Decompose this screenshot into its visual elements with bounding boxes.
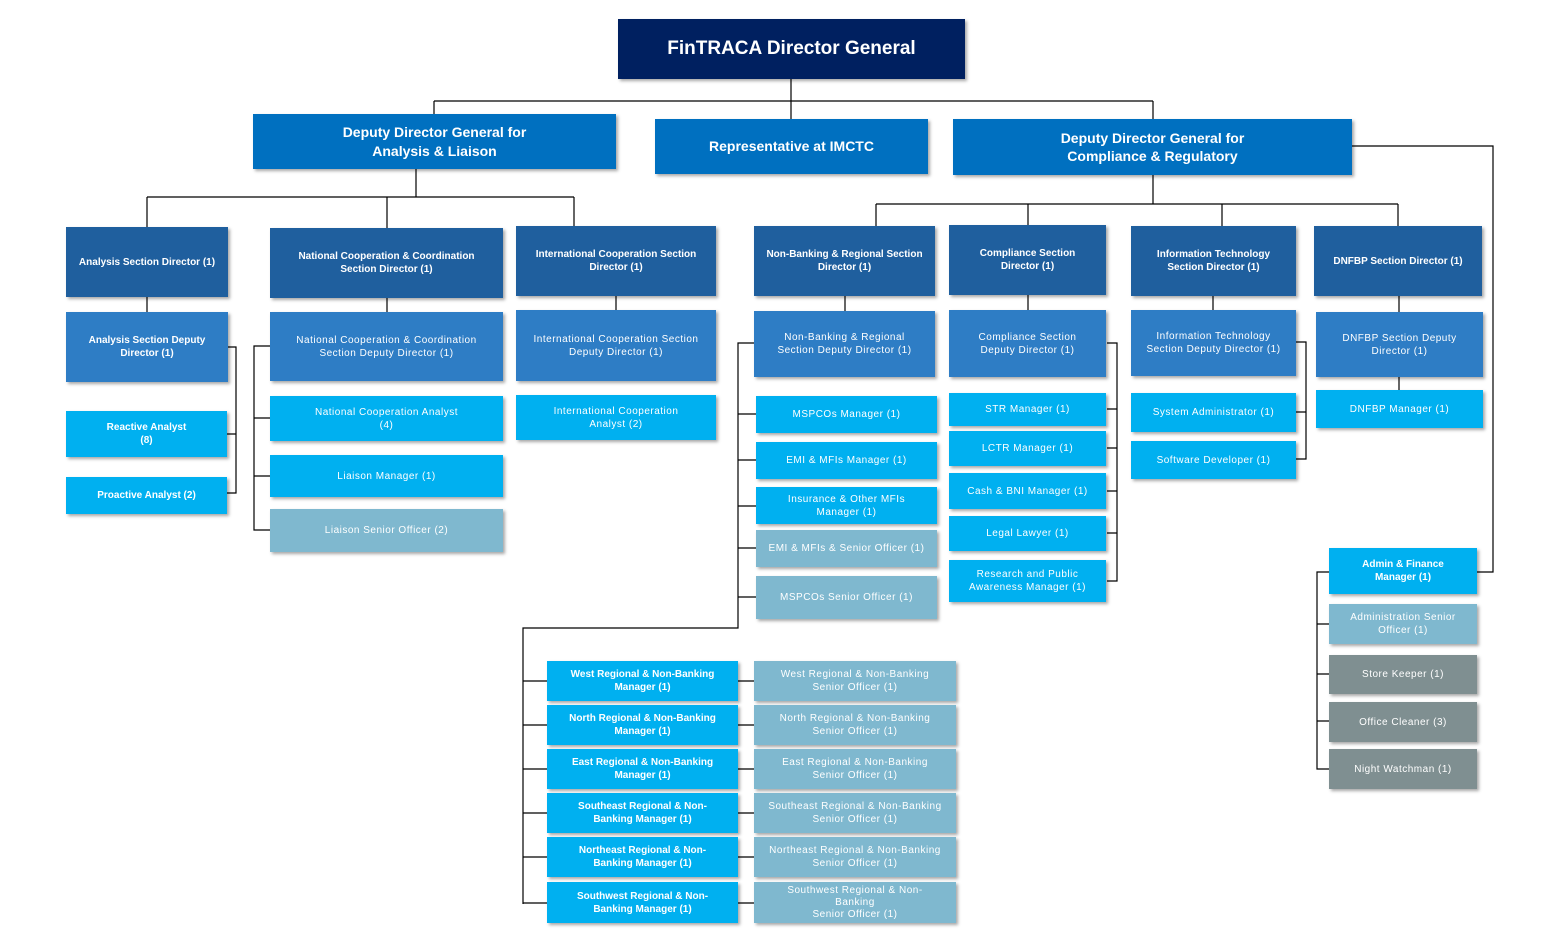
str-manager-box: STR Manager (1) bbox=[949, 393, 1106, 426]
software-developer-box: Software Developer (1) bbox=[1131, 441, 1296, 479]
national-director-box: National Cooperation & Coordination Sect… bbox=[270, 228, 503, 298]
it-director-box: Information Technology Section Director … bbox=[1131, 226, 1296, 296]
proactive-analyst-box: Proactive Analyst (2) bbox=[66, 477, 227, 514]
regional-manager-southwest: Southwest Regional & Non- Banking Manage… bbox=[547, 882, 738, 923]
national-deputy-box: National Cooperation & Coordination Sect… bbox=[270, 312, 503, 381]
liaison-senior-box: Liaison Senior Officer (2) bbox=[270, 509, 503, 552]
store-keeper-box: Store Keeper (1) bbox=[1329, 655, 1477, 694]
analysis-deputy-box: Analysis Section Deputy Director (1) bbox=[66, 312, 228, 382]
office-cleaner-box: Office Cleaner (3) bbox=[1329, 702, 1477, 742]
system-administrator-box: System Administrator (1) bbox=[1131, 393, 1296, 432]
reactive-analyst-box: Reactive Analyst (8) bbox=[66, 411, 227, 457]
research-manager-box: Research and Public Awareness Manager (1… bbox=[949, 560, 1106, 602]
regional-manager-east: East Regional & Non-Banking Manager (1) bbox=[547, 749, 738, 789]
regional-senior-northeast: Northeast Regional & Non-Banking Senior … bbox=[754, 837, 956, 877]
director-general-box: FinTRACA Director General bbox=[618, 19, 965, 79]
regional-senior-southwest: Southwest Regional & Non- Banking Senior… bbox=[754, 882, 956, 923]
regional-senior-east: East Regional & Non-Banking Senior Offic… bbox=[754, 749, 956, 789]
dnfbp-deputy-box: DNFBP Section Deputy Director (1) bbox=[1316, 312, 1483, 377]
dnfbp-director-box: DNFBP Section Director (1) bbox=[1314, 226, 1482, 296]
nonbanking-director-box: Non-Banking & Regional Section Director … bbox=[754, 226, 935, 296]
emi-senior-box: EMI & MFIs & Senior Officer (1) bbox=[756, 530, 937, 567]
regional-senior-southeast: Southeast Regional & Non-Banking Senior … bbox=[754, 793, 956, 833]
regional-senior-west: West Regional & Non-Banking Senior Offic… bbox=[754, 661, 956, 701]
compliance-deputy-box: Compliance Section Deputy Director (1) bbox=[949, 310, 1106, 377]
legal-lawyer-box: Legal Lawyer (1) bbox=[949, 516, 1106, 551]
nonbanking-deputy-box: Non-Banking & Regional Section Deputy Di… bbox=[754, 311, 935, 377]
admin-finance-manager-box: Admin & Finance Manager (1) bbox=[1329, 548, 1477, 594]
admin-senior-box: Administration Senior Officer (1) bbox=[1329, 604, 1477, 644]
international-director-box: International Cooperation Section Direct… bbox=[516, 226, 716, 296]
ddg-compliance-regulatory-box: Deputy Director General for Compliance &… bbox=[953, 119, 1352, 175]
emi-manager-box: EMI & MFIs Manager (1) bbox=[756, 442, 937, 479]
liaison-manager-box: Liaison Manager (1) bbox=[270, 455, 503, 497]
lctr-manager-box: LCTR Manager (1) bbox=[949, 431, 1106, 466]
national-analyst-box: National Cooperation Analyst (4) bbox=[270, 396, 503, 441]
international-deputy-box: International Cooperation Section Deputy… bbox=[516, 310, 716, 381]
insurance-manager-box: Insurance & Other MFIs Manager (1) bbox=[756, 487, 937, 524]
analysis-director-box: Analysis Section Director (1) bbox=[66, 227, 228, 297]
it-deputy-box: Information Technology Section Deputy Di… bbox=[1131, 310, 1296, 376]
international-analyst-box: International Cooperation Analyst (2) bbox=[516, 395, 716, 440]
mspcos-senior-box: MSPCOs Senior Officer (1) bbox=[756, 576, 937, 619]
mspcos-manager-box: MSPCOs Manager (1) bbox=[756, 396, 937, 433]
regional-senior-north: North Regional & Non-Banking Senior Offi… bbox=[754, 705, 956, 745]
dnfbp-manager-box: DNFBP Manager (1) bbox=[1316, 390, 1483, 428]
cash-bni-manager-box: Cash & BNI Manager (1) bbox=[949, 473, 1106, 509]
night-watchman-box: Night Watchman (1) bbox=[1329, 749, 1477, 789]
compliance-director-box: Compliance Section Director (1) bbox=[949, 225, 1106, 295]
regional-manager-southeast: Southeast Regional & Non- Banking Manage… bbox=[547, 793, 738, 833]
imctc-representative-box: Representative at IMCTC bbox=[655, 119, 928, 174]
ddg-analysis-liaison-box: Deputy Director General for Analysis & L… bbox=[253, 114, 616, 169]
regional-manager-west: West Regional & Non-Banking Manager (1) bbox=[547, 661, 738, 701]
regional-manager-north: North Regional & Non-Banking Manager (1) bbox=[547, 705, 738, 745]
regional-manager-northeast: Northeast Regional & Non- Banking Manage… bbox=[547, 837, 738, 877]
